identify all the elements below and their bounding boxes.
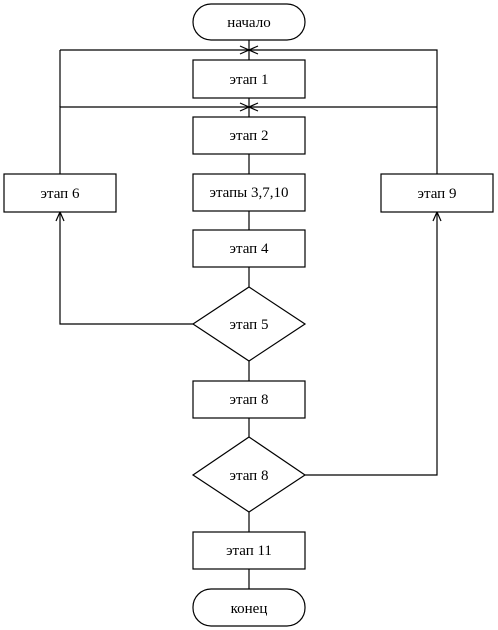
end-label: конец (231, 601, 268, 617)
stage-6-label: этап 6 (41, 186, 80, 202)
stage-11-label: этап 11 (226, 543, 272, 559)
start-terminal: начало (192, 3, 306, 41)
end-terminal: конец (192, 588, 306, 627)
stages-3-7-10-box: этапы 3,7,10 (192, 173, 306, 212)
stage-1-box: этап 1 (192, 59, 306, 99)
decision-5-diamond: этап 5 (191, 286, 307, 362)
stage-8-box: этап 8 (192, 380, 306, 419)
decision-5-label: этап 5 (230, 317, 269, 333)
decision-8-label: этап 8 (230, 468, 269, 484)
decision-8-diamond: этап 8 (191, 436, 307, 513)
stage-2-box: этап 2 (192, 116, 306, 155)
stage-6-box: этап 6 (3, 173, 117, 213)
stage-2-label: этап 2 (230, 128, 269, 144)
loop-connectors (55, 45, 442, 476)
stage-9-box: этап 9 (380, 173, 494, 213)
stage-9-label: этап 9 (418, 186, 457, 202)
stage-4-label: этап 4 (230, 241, 269, 257)
start-label: начало (227, 15, 270, 31)
stage-8-label: этап 8 (230, 392, 269, 408)
stage-11-box: этап 11 (192, 531, 306, 570)
stage-1-label: этап 1 (230, 72, 269, 88)
stage-4-box: этап 4 (192, 229, 306, 268)
stages-3-7-10-label: этапы 3,7,10 (210, 185, 289, 201)
